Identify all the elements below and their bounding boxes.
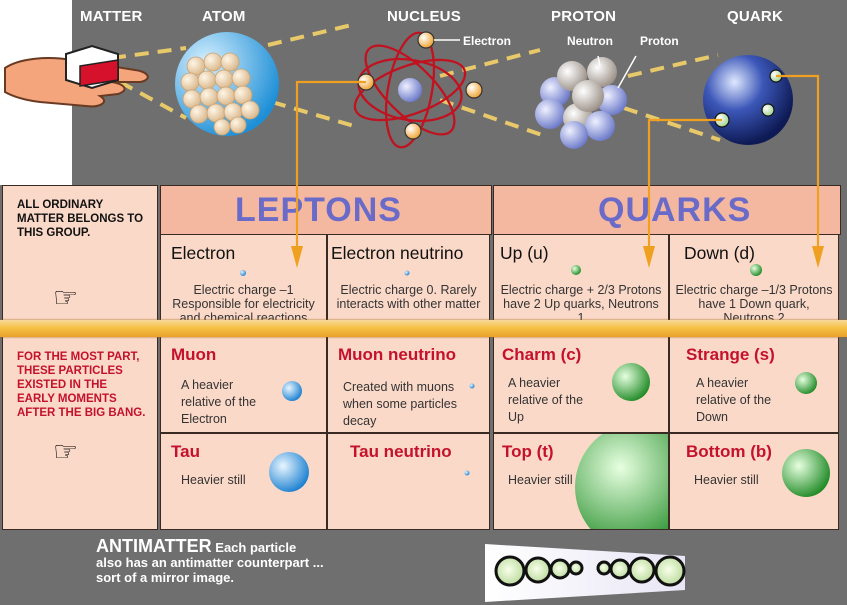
cell-tau: Tau Heavier still	[160, 433, 327, 530]
scale-illustration	[0, 0, 847, 185]
particle-desc: Electric charge –1/3 Protons have 1 Down…	[675, 283, 833, 325]
cell-muon: Muon A heavier relative of the Electron	[160, 336, 327, 433]
quark-illustration	[703, 55, 793, 145]
divider-bar	[0, 320, 847, 337]
label-neutron: Neutron	[567, 34, 613, 48]
leptons-band: LEPTONS	[160, 185, 492, 235]
antimatter-text: sort of a mirror image.	[96, 570, 234, 585]
header-nucleus: NUCLEUS	[387, 8, 461, 25]
mirror-particles-graphic	[485, 544, 686, 602]
particle-name: Tau neutrino	[350, 442, 452, 461]
cell-electron: Electron Electric charge –1 Responsible …	[160, 234, 327, 332]
header-quark: QUARK	[727, 8, 783, 25]
particle-desc: Electric charge + 2/3 Protons have 2 Up …	[500, 283, 662, 325]
particle-desc: Heavier still	[181, 473, 246, 487]
label-proton: Proton	[640, 34, 679, 48]
antimatter-title: ANTIMATTER	[96, 536, 212, 556]
cell-top: Top (t) Heavier still	[493, 433, 669, 530]
hand-icon	[4, 44, 149, 108]
pointing-hand-icon: ☞	[53, 282, 79, 313]
atom-illustration	[175, 32, 279, 136]
quarks-title: QUARKS	[598, 191, 752, 229]
antimatter-text: Each particle	[215, 540, 297, 555]
side-text-ordinary: ALL ORDINARY MATTER BELONGS TO THIS GROU…	[17, 199, 144, 239]
zoom-connector-lines	[111, 22, 721, 142]
cell-bottom: Bottom (b) Heavier still	[669, 433, 839, 530]
header-proton: PROTON	[551, 8, 617, 25]
antimatter-text: also has an antimatter counterpart ...	[96, 555, 324, 570]
antimatter-note: ANTIMATTER Each particle also has an ant…	[96, 536, 324, 585]
cell-charm: Charm (c) A heavier relative of the Up	[493, 336, 669, 433]
proton-illustration	[535, 55, 637, 149]
pointing-hand-icon: ☞	[53, 436, 79, 467]
quarks-band: QUARKS	[493, 185, 841, 235]
cell-up: Up (u) Electric charge + 2/3 Protons hav…	[493, 234, 669, 332]
particle-name: Bottom (b)	[686, 442, 772, 461]
cell-strange: Strange (s) A heavier relative of the Do…	[669, 336, 839, 433]
particle-desc: A heavier relative of the Down	[696, 376, 772, 424]
header-atom: ATOM	[202, 8, 246, 25]
particle-desc: Heavier still	[694, 473, 759, 487]
particle-desc: Created with muons when some particles d…	[343, 380, 457, 428]
nucleus-illustration	[353, 31, 483, 149]
particle-name: Down (d)	[684, 243, 755, 263]
particle-desc: Heavier still	[508, 473, 573, 487]
particle-desc: A heavier relative of the Up	[508, 376, 584, 424]
particle-name: Muon	[171, 345, 217, 364]
header-matter: MATTER	[80, 8, 143, 25]
particle-desc: A heavier relative of the Electron	[181, 378, 257, 426]
particle-name: Strange (s)	[686, 345, 775, 364]
cell-electron-neutrino: Electron neutrino Electric charge 0. Rar…	[327, 234, 490, 332]
cell-muon-neutrino: Muon neutrino Created with muons when so…	[327, 336, 490, 433]
particle-desc: Electric charge 0. Rarely interacts with…	[336, 283, 481, 311]
particle-name: Top (t)	[502, 442, 554, 461]
cell-down: Down (d) Electric charge –1/3 Protons ha…	[669, 234, 839, 332]
particle-name: Muon neutrino	[338, 345, 457, 364]
side-panel: ALL ORDINARY MATTER BELONGS TO THIS GROU…	[2, 185, 158, 530]
particle-name: Up (u)	[500, 243, 549, 263]
particle-name: Electron neutrino	[331, 243, 464, 263]
particle-name: Tau	[171, 442, 200, 461]
orange-routing-lines	[295, 74, 820, 185]
label-electron: Electron	[463, 34, 512, 48]
particle-name: Charm (c)	[502, 345, 582, 364]
side-text-early: FOR THE MOST PART, THESE PARTICLES EXIST…	[17, 351, 146, 419]
particle-name: Electron	[171, 243, 236, 263]
particle-desc: Electric charge –1 Responsible for elect…	[172, 283, 315, 325]
cell-tau-neutrino: Tau neutrino	[327, 433, 490, 530]
leptons-title: LEPTONS	[235, 191, 402, 229]
